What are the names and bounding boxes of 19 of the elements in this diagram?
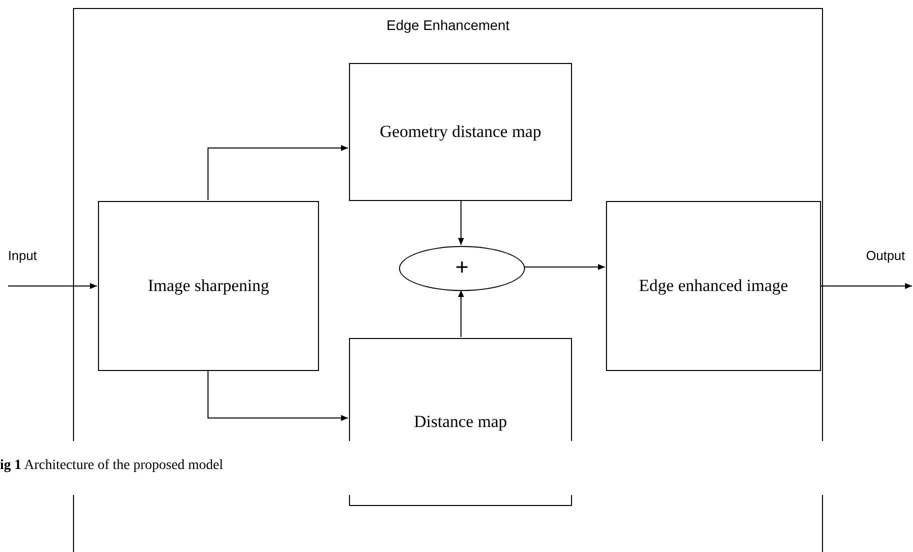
process-box: [98, 201, 319, 371]
arrow: [820, 283, 912, 289]
caption: ig 1 Architecture of the proposed model: [0, 457, 224, 475]
box-label: Distance map: [413, 411, 508, 434]
arrow: [524, 264, 606, 270]
io-label: Input: [8, 248, 37, 264]
arrow: [208, 370, 348, 421]
arrow: [208, 145, 348, 200]
arrow: [458, 200, 464, 246]
arrow: [458, 290, 464, 338]
process-box: [349, 63, 572, 201]
arrow: [8, 283, 98, 289]
group-title: Edge Enhancement: [386, 16, 510, 35]
process-box: [606, 201, 821, 371]
plus-symbol: +: [454, 254, 470, 283]
box-label: Image sharpening: [146, 275, 270, 298]
box-label: Geometry distance map: [378, 121, 542, 144]
io-label: Output: [866, 248, 906, 264]
box-label: Edge enhanced image: [638, 275, 790, 298]
